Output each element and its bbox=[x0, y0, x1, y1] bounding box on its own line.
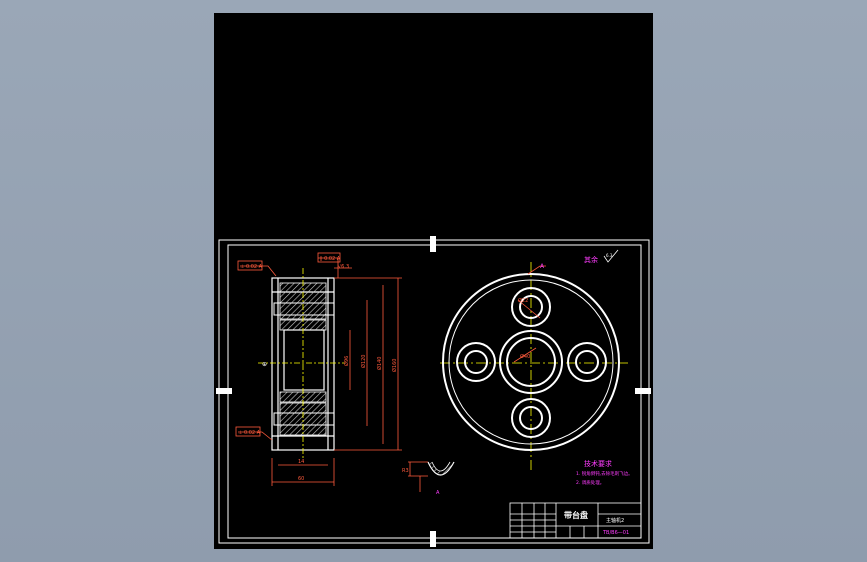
datum-box-left-top: ⊥ 0.02 A bbox=[240, 264, 263, 270]
center-bore-inner bbox=[506, 337, 556, 387]
drawing-sheet bbox=[214, 13, 653, 549]
roughness-value: 6.3 bbox=[606, 253, 613, 258]
hole-top-inner bbox=[519, 295, 543, 319]
notes-item-1: 1. 锐角倒钝,去除毛刺飞边。 bbox=[576, 470, 633, 477]
hole-left-outer bbox=[456, 342, 496, 382]
notes-item-2: 2. 调质处理。 bbox=[576, 479, 604, 486]
dim-label-bore: Ø40 bbox=[520, 353, 530, 360]
notes-title: 技术要求 bbox=[584, 459, 612, 468]
material-tag: 其余 bbox=[584, 255, 598, 264]
datum-a-mark: A bbox=[540, 263, 545, 270]
dim-label-a: Ø96 bbox=[343, 356, 350, 366]
title-block-label: 主轴机2 bbox=[606, 517, 624, 524]
detail-dim-label: R3 bbox=[402, 468, 409, 474]
hole-bottom-outer bbox=[511, 398, 551, 438]
roughness-block: 其余 6.3 bbox=[584, 249, 619, 264]
frame-markers bbox=[216, 236, 651, 547]
detail-mark: A bbox=[436, 490, 440, 496]
dim-label-h: 14 bbox=[298, 459, 304, 465]
title-block-name: 带台盘 bbox=[564, 510, 588, 520]
section-view: ⊥ 0.02 A ∥ 0.02 A ⊥ 0.02 A √6.3 Ø160 Ø14… bbox=[235, 252, 402, 486]
hole-top-outer bbox=[511, 287, 551, 327]
technical-notes: 技术要求 1. 锐角倒钝,去除毛刺飞边。 2. 调质处理。 bbox=[576, 459, 633, 486]
dim-label-b: Ø120 bbox=[360, 355, 367, 368]
dim-label-c: Ø140 bbox=[376, 357, 383, 370]
title-block: 带台盘 主轴机2 TB/B6—01 bbox=[509, 502, 642, 539]
hole-bottom-inner bbox=[519, 406, 543, 430]
hole-right-inner bbox=[575, 350, 599, 374]
outer-disk-inner-ring bbox=[448, 279, 614, 445]
section-dimensions bbox=[238, 257, 402, 486]
outer-disk bbox=[442, 273, 620, 451]
datum-box-left-bottom: ⊥ 0.02 A bbox=[238, 430, 261, 436]
dim-label-hole: Ø22 bbox=[518, 297, 528, 304]
dim-label-d: Ø160 bbox=[391, 359, 398, 372]
center-bore-outer bbox=[499, 330, 563, 394]
hole-right-outer bbox=[567, 342, 607, 382]
hole-left-inner bbox=[464, 350, 488, 374]
detail-view: R3 A bbox=[402, 461, 455, 496]
datum-box-top: ∥ 0.02 A bbox=[320, 256, 341, 262]
section-mark: ⊕ bbox=[262, 361, 267, 368]
title-block-code: TB/B6—01 bbox=[602, 530, 629, 536]
roughness-side-label: √6.3 bbox=[338, 264, 349, 270]
front-view: Ø22 Ø40 A bbox=[440, 262, 628, 472]
dim-label-w: 60 bbox=[298, 476, 304, 482]
